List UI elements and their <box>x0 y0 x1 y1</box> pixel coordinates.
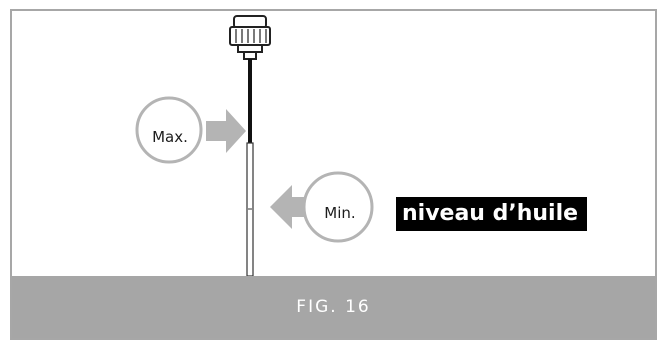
min-level-label: Min. <box>324 204 356 222</box>
max-callout <box>135 96 246 164</box>
figure-frame: Max. Min. niveau d’huile FIG. 16 <box>10 9 657 340</box>
dipstick-rod <box>246 59 254 277</box>
figure-caption: FIG. 16 <box>296 297 371 317</box>
dipstick-illustration <box>135 15 374 277</box>
max-level-label: Max. <box>152 128 188 146</box>
oil-level-label: niveau d’huile <box>396 197 588 231</box>
dipstick-cap-icon <box>229 15 271 60</box>
caption-bar: FIG. 16 <box>12 276 655 338</box>
min-callout <box>270 171 374 243</box>
